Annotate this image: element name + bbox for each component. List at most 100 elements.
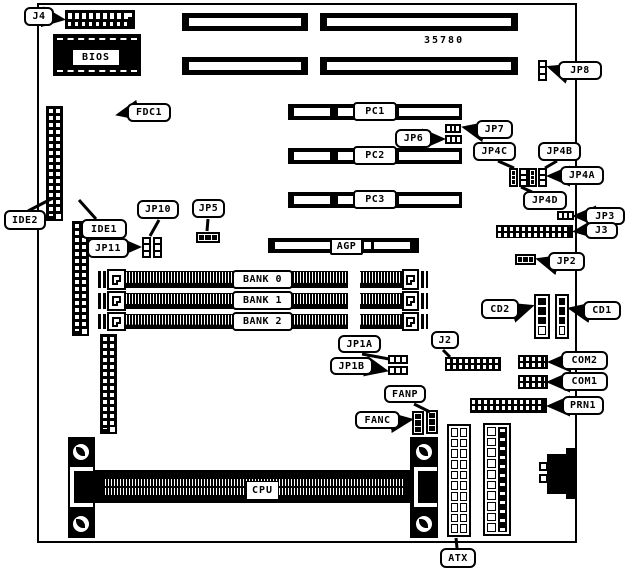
dimm-end-bar <box>98 271 101 288</box>
pin <box>559 316 565 324</box>
pin <box>451 428 458 437</box>
pin <box>451 513 458 523</box>
agp-label: AGP <box>330 238 363 255</box>
pin <box>512 180 515 185</box>
screw-icon <box>73 516 89 532</box>
pin <box>521 175 526 180</box>
j2-label: J2 <box>431 331 459 349</box>
pin <box>569 213 572 218</box>
pin <box>415 414 421 420</box>
cpu-bracket-left <box>68 437 95 538</box>
jp4c-label: JP4C <box>473 142 516 161</box>
cd1-label: CD1 <box>583 301 621 320</box>
dimm-end-bar <box>426 314 428 329</box>
j4-connector <box>65 10 135 29</box>
bios-chip-dash <box>57 38 137 40</box>
dimm-end-bar <box>421 314 424 329</box>
bios-chip-dash <box>57 70 137 72</box>
jp6-label: JP6 <box>395 129 432 148</box>
pin <box>538 307 546 315</box>
pin <box>487 512 496 522</box>
pin <box>460 438 467 448</box>
pin <box>538 325 546 335</box>
pin <box>487 459 496 468</box>
pin <box>390 357 394 362</box>
pin <box>460 481 467 491</box>
pin <box>487 448 496 458</box>
jp5-label: JP5 <box>192 199 225 218</box>
latch-icon <box>112 274 121 285</box>
pin <box>531 180 534 185</box>
pin <box>396 357 400 362</box>
dimm-latch-right <box>402 269 419 290</box>
cd2-label: CD2 <box>481 299 519 319</box>
pin <box>487 427 496 436</box>
isa-slot-stripe <box>327 62 511 70</box>
power-aux-connector <box>483 423 511 536</box>
dimm-end-bar <box>426 271 428 288</box>
atx-label: ATX <box>440 548 476 568</box>
pin <box>559 307 565 315</box>
pin <box>518 257 523 262</box>
dimm-latch-left <box>107 291 126 311</box>
isa-slot-stripe <box>189 18 301 26</box>
cd2-connector <box>534 294 550 339</box>
pci-slot-stripe <box>338 152 354 160</box>
fanc-label: FANC <box>355 411 400 429</box>
screw-icon <box>416 516 432 532</box>
pc2-label: PC2 <box>353 146 397 165</box>
pin <box>487 491 496 500</box>
pin <box>396 368 400 373</box>
agp-slot-stripe <box>374 242 410 249</box>
dimm-end-bar <box>421 271 424 288</box>
keyboard-connector <box>547 454 577 494</box>
pci-slot-stripe <box>294 152 330 160</box>
dimm-latch-left <box>107 312 126 331</box>
j3-header <box>496 225 573 238</box>
pin <box>521 181 526 186</box>
pin <box>199 235 205 240</box>
pin <box>415 426 421 432</box>
dimm-end-bar <box>103 314 106 329</box>
screw-icon <box>416 444 432 460</box>
com2-label: COM2 <box>561 351 608 370</box>
pin <box>487 437 496 447</box>
pin <box>460 449 467 459</box>
fanp-label: FANP <box>384 385 426 403</box>
jp4a-label: JP4A <box>560 166 604 185</box>
isa-slot <box>320 13 518 31</box>
fanp-jumper <box>426 410 438 434</box>
prn1-label: PRN1 <box>562 396 604 415</box>
isa-slot-stripe <box>327 18 511 26</box>
aux-pin-strip <box>498 427 507 532</box>
pci-slot-stripe <box>399 152 459 160</box>
ide1-label: IDE1 <box>81 219 127 239</box>
pin <box>559 213 562 218</box>
com1-header <box>518 375 548 389</box>
pin <box>538 298 546 306</box>
pci-slot-stripe <box>338 108 354 116</box>
bios-label: BIOS <box>72 49 120 66</box>
pci-slot-stripe <box>294 108 330 116</box>
dimm-end-bar <box>98 314 101 329</box>
pin <box>559 298 565 306</box>
jp6-jumper <box>445 135 462 144</box>
pin <box>460 492 467 501</box>
jp2-jumper <box>515 254 536 265</box>
cpu-label: CPU <box>246 481 279 500</box>
latch-icon <box>406 274 415 285</box>
pin <box>155 245 160 250</box>
pin <box>460 428 467 437</box>
pin <box>457 137 460 142</box>
pc3-label: PC3 <box>353 190 397 209</box>
pin <box>460 524 467 533</box>
pin <box>415 420 421 426</box>
prn1-header <box>470 398 547 413</box>
pin <box>451 492 458 501</box>
ide1-connector <box>72 221 89 336</box>
atx-power-connector <box>447 424 471 537</box>
dimm-bar <box>360 271 402 288</box>
jp10-label: JP10 <box>137 200 179 219</box>
j2-header <box>445 357 501 371</box>
